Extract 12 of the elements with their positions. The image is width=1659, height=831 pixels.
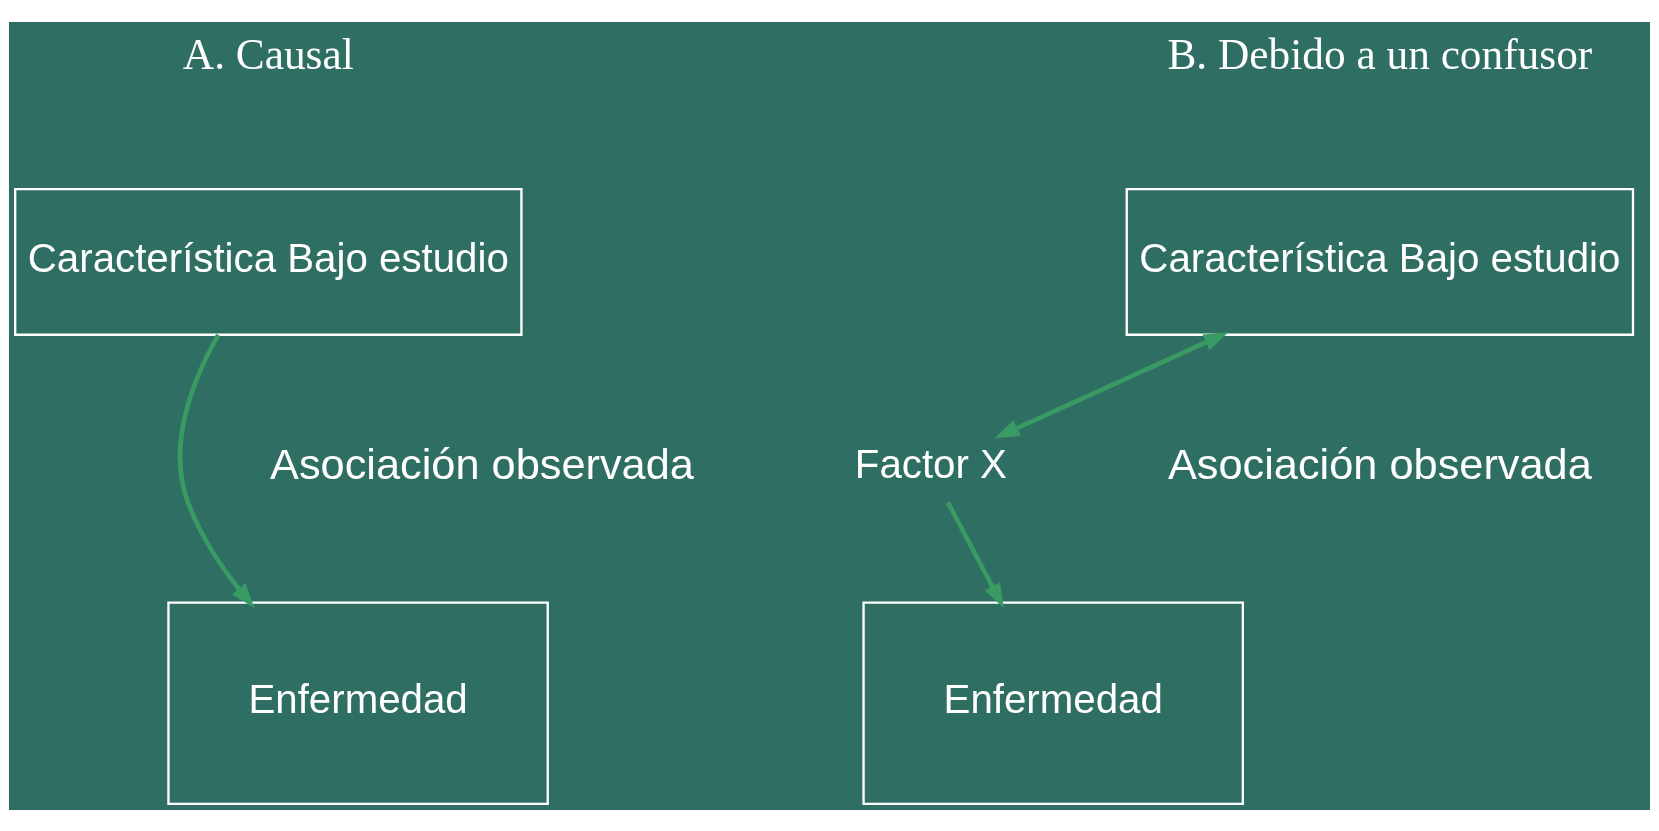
node-box: Enfermedad <box>862 600 1244 805</box>
label: Asociación observada <box>269 439 694 488</box>
arrow <box>994 331 1229 438</box>
label: B. Debido a un confusor <box>1167 29 1593 78</box>
node-text: Factor X <box>854 441 1007 487</box>
label: Asociación observada <box>1167 439 1592 488</box>
arrow <box>177 333 255 608</box>
node-box: Característica Bajo estudio <box>14 187 523 336</box>
node-box: Enfermedad <box>167 600 549 805</box>
arrow <box>945 500 1004 608</box>
node-box: Característica Bajo estudio <box>1125 187 1635 336</box>
label: A. Causal <box>182 29 354 78</box>
